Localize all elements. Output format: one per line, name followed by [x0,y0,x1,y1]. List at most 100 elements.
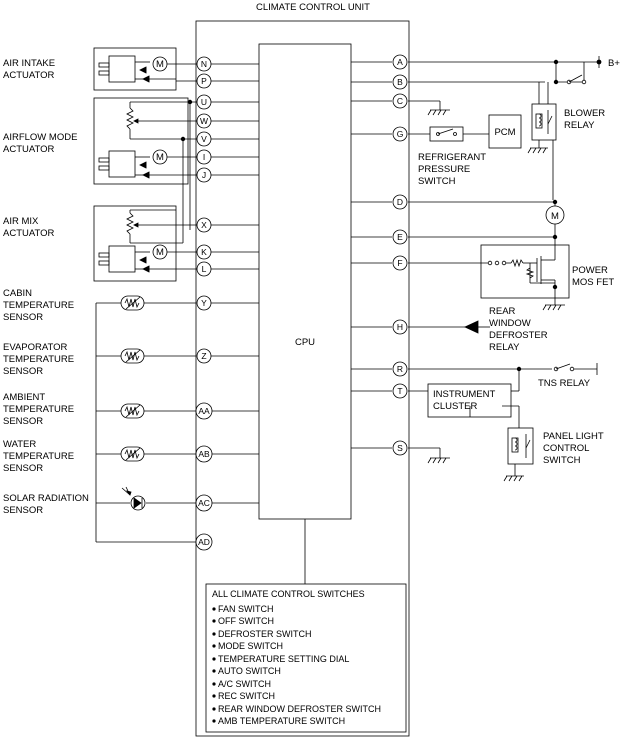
ambient-temp-label-3: SENSOR [3,416,43,427]
switch-item: DEFROSTER SWITCH [218,629,312,639]
pin-H [392,319,408,335]
sensor-wiring [95,302,196,543]
cpu-box [258,43,352,520]
rear-defroster-label-3: DEFROSTER [489,330,548,341]
power-mos-fet [408,250,565,311]
solar-radiation-label-1: SOLAR RADIATION [3,493,89,504]
bullet-icon [212,694,216,698]
switch-item: A/C SWITCH [218,679,271,689]
pin-G [392,126,408,142]
pin-label: V [201,134,207,144]
rear-defroster-line [408,320,490,334]
bullet-icon [212,669,216,673]
pin-label: L [202,264,207,274]
pin-A [392,54,408,70]
refrigerant-pressure-switch [408,126,489,142]
pin-label: W [200,116,208,126]
instrument-cluster-label-1: INSTRUMENT [433,389,495,400]
blower-motor: M [408,199,565,250]
ground-icon [408,447,450,464]
panel-light-label-2: CONTROL [543,443,589,454]
instrument-cluster-box [427,383,512,418]
bullet-icon [212,707,216,711]
cabin-temp-label-2: TEMPERATURE [3,300,74,311]
pin-label: R [397,364,403,374]
pin-E [392,229,408,245]
pin-label: T [397,386,402,396]
tns-relay-label: TNS RELAY [538,378,591,389]
pin-B [392,74,408,90]
pin-R [392,361,408,377]
motor-symbol: M [156,152,164,163]
water-temp-label-2: TEMPERATURE [3,451,74,462]
pin-label: A [397,57,403,67]
blower-relay-label-2: RELAY [564,120,595,131]
airflow-mode-actuator: M [98,99,197,243]
right-pins [392,54,408,456]
pin-label: G [397,129,404,139]
ambient-temp-label-1: AMBIENT [3,392,45,403]
air-intake-actuator: M [98,55,197,83]
pin-label: N [201,59,207,69]
water-temp-label-1: WATER [3,439,36,450]
bullet-icon [212,632,216,636]
blower-relay-label-1: BLOWER [564,108,605,119]
rear-defroster-label-1: REAR [489,306,516,317]
bullet-icon [212,719,216,723]
thermistor-icon [120,295,145,311]
refrigerant-label-2: PRESSURE [418,164,470,175]
air-intake-label-2: ACTUATOR [3,70,55,81]
airflow-mode-actuator-box [93,97,189,185]
right-pin-labels: A B C G D E F H R T S [397,57,404,453]
pin-label: F [397,258,402,268]
pin-label: AC [198,498,210,508]
switch-item: AMB TEMPERATURE SWITCH [218,716,345,726]
refrigerant-label-3: SWITCH [418,176,456,187]
panel-light-label-1: PANEL LIGHT [543,431,604,442]
pin-S [392,440,408,456]
pin-C [392,93,408,109]
switches-box [205,583,407,733]
air-intake-label-1: AIR INTAKE [3,58,55,69]
blower-motor-symbol: M [551,211,559,222]
refrigerant-label-1: REFRIGERANT [418,152,486,163]
power-mos-fet-box [480,244,570,299]
unit-title: CLIMATE CONTROL UNIT [256,2,370,13]
air-mix-actuator-box [93,205,177,282]
left-pins [195,56,213,551]
pin-D [392,194,408,210]
cabin-temp-label-1: CABIN [3,288,32,299]
switch-item: AUTO SWITCH [218,666,281,676]
evaporator-temp-label-3: SENSOR [3,366,43,377]
pin-Z [196,348,212,364]
pin-label: I [203,152,205,162]
pcm-box [488,114,522,149]
blower-relay-box [531,103,557,141]
switch-item: FAN SWITCH [218,604,274,614]
pin-label: U [201,97,207,107]
pin-T [392,383,408,399]
panel-light-control-switch [469,405,534,482]
thermistor-icon [120,446,145,462]
bullet-icon [212,619,216,623]
motor-symbol: M [156,247,164,258]
bullet-icon [212,657,216,661]
pin-label: C [397,96,403,106]
solar-radiation-label-2: SENSOR [3,505,43,516]
air-intake-actuator-box [93,47,177,91]
switch-item: OFF SWITCH [218,616,274,626]
pin-F [392,255,408,271]
pin-label: D [397,197,403,207]
pin-label: AB [198,449,210,459]
pin-label: H [397,322,403,332]
pin-label: X [201,220,207,230]
airflow-mode-label-1: AIRFLOW MODE [3,132,77,143]
thermistor-icon [120,348,145,364]
switch-item: REAR WINDOW DEFROSTER SWITCH [218,704,381,714]
bullet-icon [212,682,216,686]
switch-item: TEMPERATURE SETTING DIAL [218,654,349,664]
switch-list: FAN SWITCH OFF SWITCH DEFROSTER SWITCH M… [212,604,381,726]
climate-control-unit-box [195,20,410,737]
photodiode-icon [121,486,146,511]
